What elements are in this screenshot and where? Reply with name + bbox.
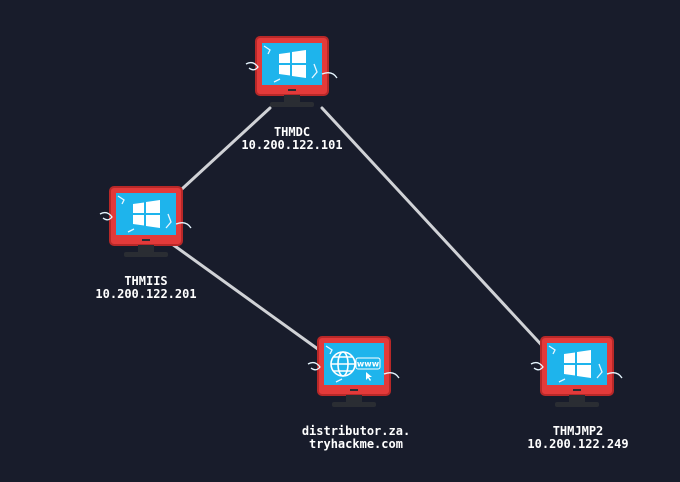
spark-icon bbox=[245, 45, 338, 83]
node-label-thmjmp2: THMJMP2 10.200.122.249 bbox=[478, 425, 678, 451]
www-text: www bbox=[357, 360, 380, 369]
node-distributor[interactable]: www bbox=[306, 334, 402, 414]
link-thmdc-thmjmp2 bbox=[320, 106, 550, 354]
windows-monitor-icon bbox=[245, 36, 338, 107]
node-label-thmiis: THMIIS 10.200.122.201 bbox=[46, 275, 246, 301]
windows-monitor-icon bbox=[530, 336, 623, 407]
node-name: THMIIS bbox=[124, 274, 168, 288]
node-ip: tryhackme.com bbox=[309, 437, 403, 451]
spark-icon bbox=[99, 195, 192, 233]
node-name: THMJMP2 bbox=[552, 424, 604, 438]
spark-icon bbox=[307, 345, 400, 383]
windows-logo-icon bbox=[564, 350, 591, 378]
cursor-icon bbox=[366, 372, 372, 381]
node-name: THMDC bbox=[273, 125, 311, 139]
node-ip: 10.200.122.101 bbox=[241, 138, 343, 152]
node-thmjmp2[interactable] bbox=[529, 334, 625, 414]
windows-logo-icon bbox=[279, 50, 306, 78]
node-thmdc[interactable] bbox=[244, 34, 340, 114]
node-ip: 10.200.122.201 bbox=[95, 287, 197, 301]
node-label-thmdc: THMDC 10.200.122.101 bbox=[192, 126, 392, 152]
web-monitor-icon: www bbox=[307, 336, 400, 407]
link-thmiis-distributor bbox=[170, 242, 324, 354]
node-ip: 10.200.122.249 bbox=[527, 437, 629, 451]
spark-icon bbox=[530, 345, 623, 383]
globe-www-icon bbox=[330, 351, 381, 377]
link-thmdc-thmiis bbox=[168, 106, 272, 202]
windows-monitor-icon bbox=[99, 186, 192, 257]
windows-logo-icon bbox=[133, 200, 160, 228]
node-name: distributor.za. bbox=[301, 424, 411, 438]
node-thmiis[interactable] bbox=[98, 184, 194, 264]
node-label-distributor: distributor.za. tryhackme.com bbox=[256, 425, 456, 451]
